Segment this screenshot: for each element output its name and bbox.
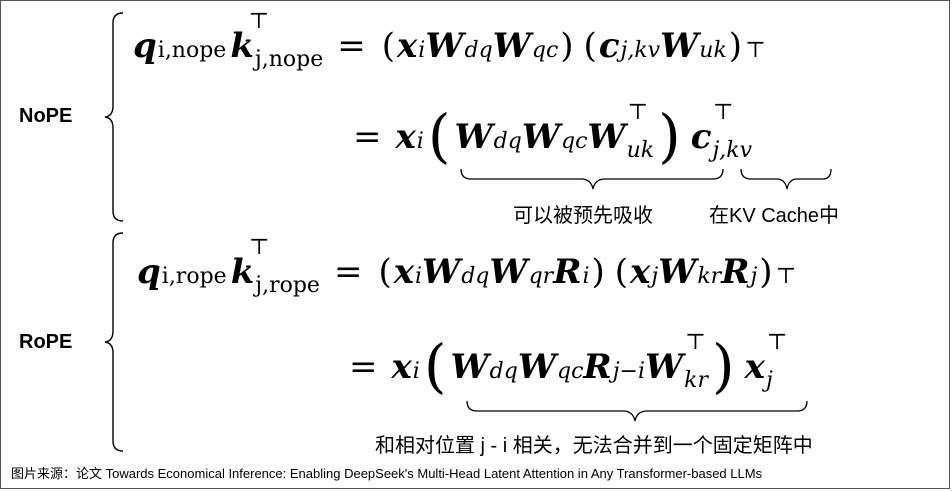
rope-underbrace	[466, 400, 808, 422]
figure-caption: 图片来源：论文 Towards Economical Inference: En…	[11, 466, 763, 481]
rope-label: RoPE	[19, 331, 73, 353]
nope-note-cache: 在KV Cache中	[709, 205, 840, 227]
nope-label: NoPE	[19, 105, 73, 127]
nope-underbrace-absorb	[460, 168, 724, 190]
nope-left-brace	[104, 12, 124, 222]
rope-note: 和相对位置 j - i 相关，无法合并到一个固定矩阵中	[375, 435, 813, 457]
rope-left-brace	[104, 232, 124, 452]
nope-note-absorb: 可以被预先吸收	[513, 205, 653, 227]
nope-underbrace-cache	[740, 168, 832, 190]
